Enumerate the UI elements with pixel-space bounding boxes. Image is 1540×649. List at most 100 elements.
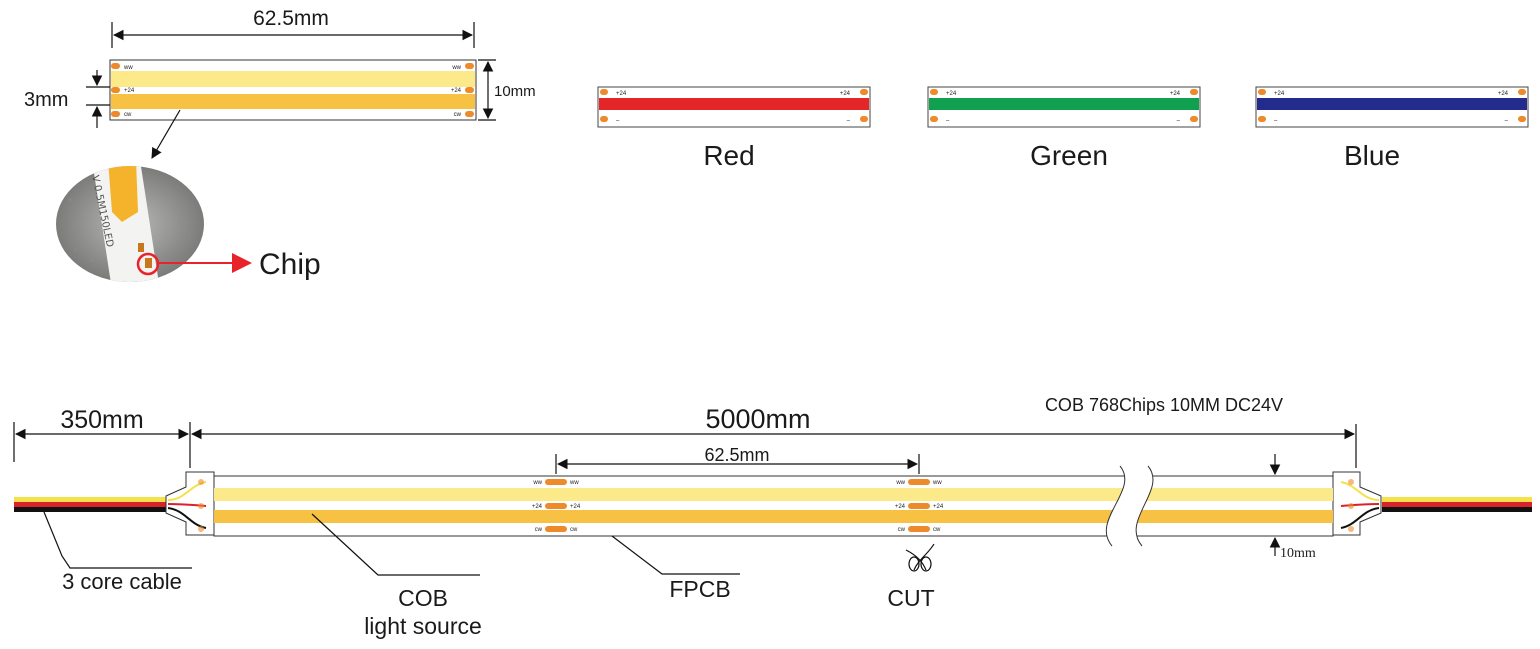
pad-cw-text-right: cw bbox=[454, 112, 462, 118]
strip-body-right bbox=[1135, 475, 1334, 537]
variant-color-band bbox=[929, 98, 1199, 110]
cap-wire-ww-right bbox=[1340, 481, 1380, 501]
segment-length-label: 62.5mm bbox=[253, 7, 329, 30]
variant-plus-right: +24 bbox=[1498, 91, 1509, 97]
variant-minus-right: – bbox=[1177, 118, 1181, 124]
pad-ww-left bbox=[111, 63, 120, 69]
variant-blue: +24 +24 – – Blue bbox=[1255, 86, 1529, 171]
pad-plus24-text-right: +24 bbox=[451, 88, 462, 94]
pad-cw-right bbox=[465, 111, 474, 117]
cut-pad bbox=[908, 526, 930, 532]
variant-plus-left: +24 bbox=[946, 91, 957, 97]
width-label: 10mm bbox=[494, 83, 536, 100]
cut-pad bbox=[545, 503, 567, 509]
cap-wire-cw-right bbox=[1340, 507, 1380, 529]
fpcb-leader-line bbox=[611, 535, 740, 575]
variant-pad bbox=[1258, 116, 1266, 122]
cut-pad-text-right: +24 bbox=[570, 504, 581, 510]
chip-closeup-photo: V 0.5M150LED Chip bbox=[56, 166, 321, 282]
cut-pad-text-right: ww bbox=[932, 480, 942, 486]
spec-label: COB 768Chips 10MM DC24V bbox=[1045, 395, 1283, 415]
variant-pad bbox=[930, 89, 938, 95]
variant-pad bbox=[1190, 116, 1198, 122]
pad-plus24-right bbox=[465, 87, 474, 93]
variant-label: Blue bbox=[1344, 140, 1400, 171]
variant-plus-right: +24 bbox=[1170, 91, 1181, 97]
variant-pad bbox=[1258, 89, 1266, 95]
cut-pad-text-right: +24 bbox=[933, 504, 944, 510]
end-cap-pad bbox=[198, 526, 204, 532]
cut-pad-text-right: ww bbox=[569, 480, 579, 486]
variant-red: +24+24––Red bbox=[597, 86, 871, 171]
variant-color-band bbox=[599, 98, 869, 110]
cool-white-cob-band bbox=[111, 94, 475, 109]
break-line-left bbox=[1105, 465, 1126, 547]
variant-minus-left: – bbox=[1274, 118, 1278, 124]
cap-wire-plus-right bbox=[1340, 503, 1380, 507]
end-cap-pad bbox=[198, 479, 204, 485]
photo-leader-arrow bbox=[151, 109, 181, 159]
variant-pad bbox=[600, 116, 608, 122]
variant-minus-left: – bbox=[946, 118, 950, 124]
variant-minus-left: – bbox=[616, 118, 620, 124]
cut-pad-text-left: +24 bbox=[895, 504, 906, 510]
variant-pad bbox=[1190, 89, 1198, 95]
variant-plus-left: +24 bbox=[1274, 91, 1285, 97]
cool-white-band-right bbox=[1136, 510, 1333, 523]
cut-pad-text-right: cw bbox=[933, 527, 941, 533]
pad-ww-text-left: ww bbox=[123, 65, 133, 71]
cut-pad bbox=[908, 479, 930, 485]
cable-length-label: 350mm bbox=[60, 406, 143, 434]
cut-pad bbox=[545, 526, 567, 532]
end-cap-pad bbox=[1348, 503, 1354, 509]
photo-strip bbox=[92, 166, 160, 282]
pad-cw-text-left: cw bbox=[124, 112, 132, 118]
photo-cob bbox=[108, 166, 138, 222]
cob-leader-line bbox=[311, 513, 480, 576]
strip-length-label: 5000mm bbox=[705, 404, 810, 434]
warm-white-cob-band bbox=[111, 71, 475, 87]
variant-pad bbox=[860, 89, 868, 95]
variant-pad bbox=[600, 89, 608, 95]
strip-width-label: 10mm bbox=[1280, 546, 1316, 561]
cut-pad-text-left: ww bbox=[895, 480, 905, 486]
end-cap-pad bbox=[198, 503, 204, 509]
break-gap bbox=[1106, 466, 1153, 546]
photo-chip-b bbox=[145, 258, 152, 268]
chip-gap-label: 3mm bbox=[24, 89, 68, 111]
cut-pad bbox=[908, 503, 930, 509]
cable-left bbox=[14, 497, 166, 512]
segment-length-label-bottom: 62.5mm bbox=[704, 445, 769, 465]
pad-ww-text-right: ww bbox=[451, 65, 461, 71]
cut-pad-text-left: cw bbox=[898, 527, 906, 533]
cut-label: CUT bbox=[887, 585, 934, 611]
break-line-right bbox=[1135, 465, 1154, 547]
end-cap-pad bbox=[1348, 526, 1354, 532]
color-variants: +24 +24 – – Red +24 +24 – – Green +24 +24 – – Blue bbox=[597, 86, 1529, 171]
strip-body-left bbox=[213, 475, 1127, 537]
segment-outline bbox=[109, 59, 477, 121]
scissors-icon bbox=[905, 543, 935, 572]
photo-texture bbox=[68, 188, 192, 272]
end-cap-right bbox=[1332, 471, 1382, 536]
cool-white-band-left bbox=[214, 510, 1126, 523]
variant-label: Green bbox=[1030, 140, 1108, 171]
variant-label: Red bbox=[703, 140, 754, 171]
variant-pad bbox=[1518, 89, 1526, 95]
cable-leader-line bbox=[43, 511, 192, 569]
cut-pad-text-left: ww bbox=[532, 480, 542, 486]
pad-plus24-left bbox=[111, 87, 120, 93]
variant-pad bbox=[860, 116, 868, 122]
variant-pad bbox=[930, 116, 938, 122]
warm-white-band-right bbox=[1136, 488, 1333, 501]
variant-minus-right: – bbox=[1505, 118, 1509, 124]
variant-color-band bbox=[1257, 98, 1527, 110]
end-cap-pad bbox=[1348, 479, 1354, 485]
photo-chip-a bbox=[138, 243, 144, 252]
fpcb-label: FPCB bbox=[669, 576, 730, 602]
cut-pad bbox=[545, 479, 567, 485]
warm-white-band-left bbox=[214, 488, 1126, 501]
pad-cw-left bbox=[111, 111, 120, 117]
variant-plus-left: +24 bbox=[616, 91, 627, 97]
